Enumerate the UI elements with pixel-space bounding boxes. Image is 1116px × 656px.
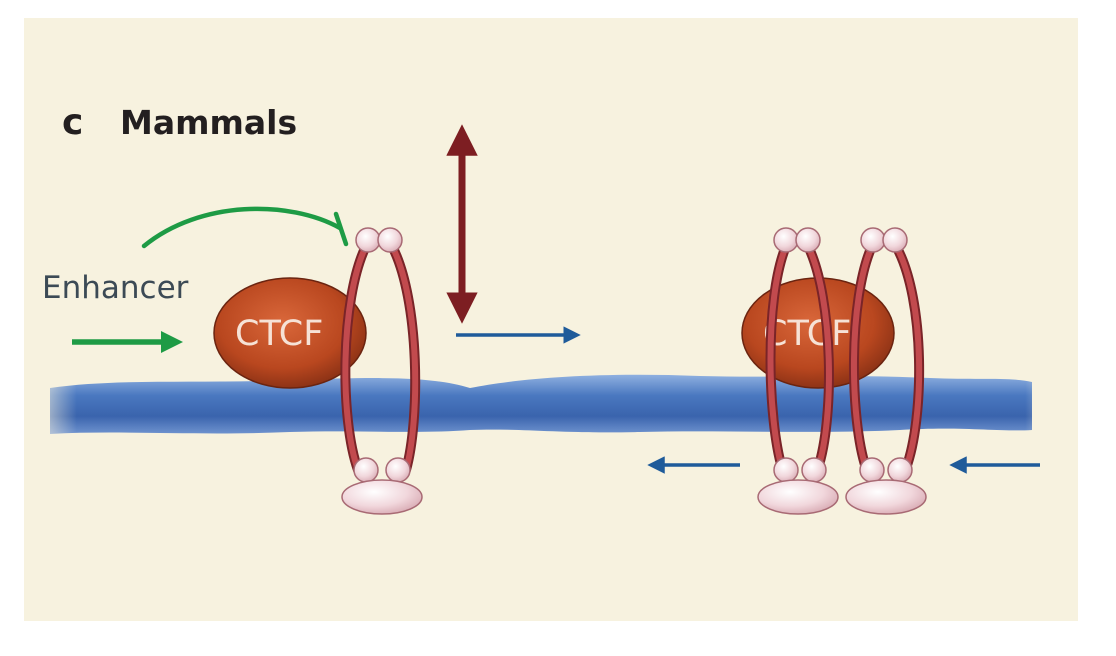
ctcf-left: CTCF (213, 277, 367, 389)
ctcf-left-label: CTCF (235, 314, 323, 354)
panel-background (24, 18, 1078, 621)
cohesin-ring-left (340, 227, 423, 515)
cohesin-ring-right-b (845, 227, 927, 515)
enhancer-block-arc (141, 206, 349, 249)
ctcf-right-label: CTCF (763, 314, 851, 354)
panel-letter: c (62, 102, 83, 143)
dna-strand (24, 370, 1078, 440)
panel-title: Mammals (120, 103, 297, 142)
cohesin-ring-right-a (757, 227, 839, 515)
enhancer-label: Enhancer (42, 270, 189, 306)
